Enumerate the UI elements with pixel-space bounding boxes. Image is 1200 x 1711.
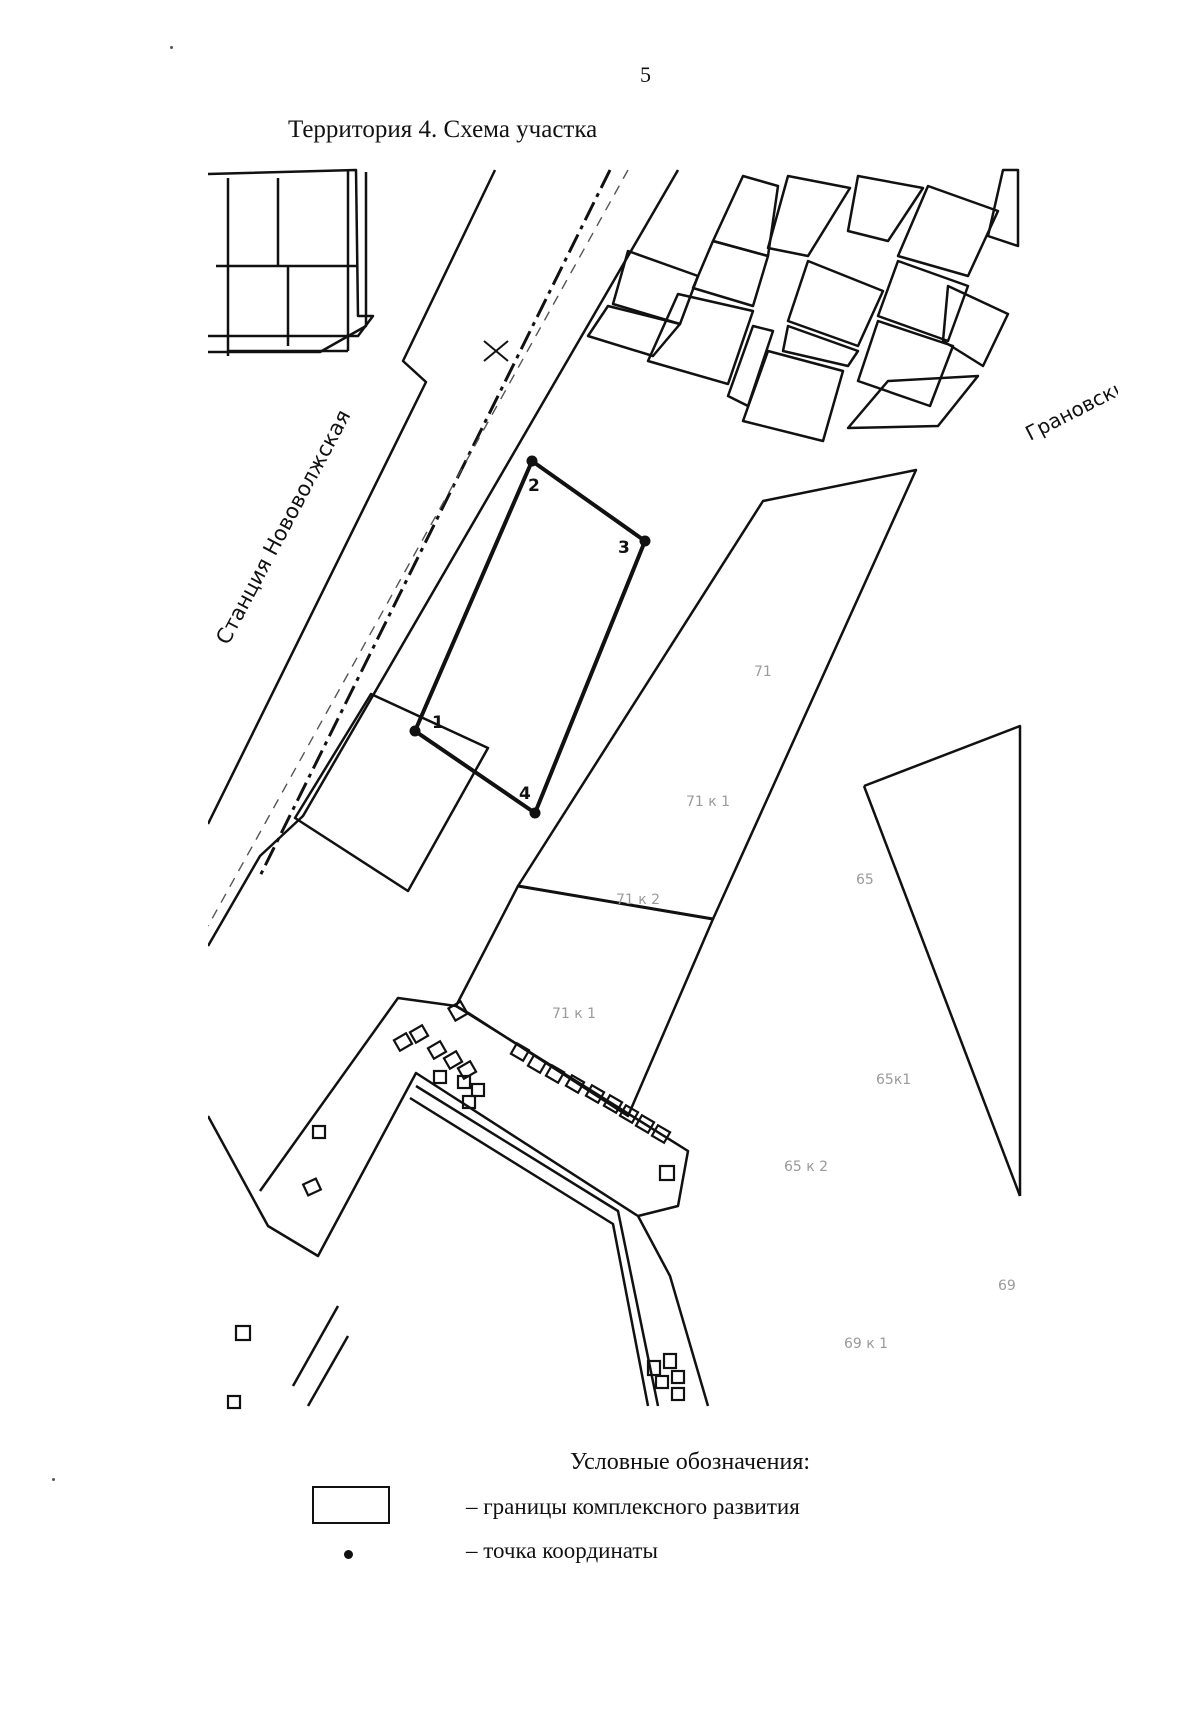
point-1-label: 1 xyxy=(432,713,444,733)
site-map-canvas: 1 2 3 4 Станция Нововолжская Грановский … xyxy=(208,168,1118,1410)
rail-edge-west xyxy=(258,169,612,877)
site-boundary xyxy=(412,457,648,817)
point-4-label: 4 xyxy=(519,784,531,804)
building-number-69: 69 xyxy=(998,1278,1016,1294)
building-number-71k2: 71 к 2 xyxy=(616,892,660,908)
point-2-marker xyxy=(526,455,538,467)
parcel-south xyxy=(293,692,490,893)
point-3-label: 3 xyxy=(618,538,630,558)
building-number-65k1: 65к1 xyxy=(876,1072,911,1088)
point-1-marker xyxy=(409,725,421,737)
rail-ticks xyxy=(483,340,509,362)
building-number-71: 71 xyxy=(754,664,772,680)
parcel-71 xyxy=(516,468,918,921)
building-number-65k2: 65 к 2 xyxy=(784,1159,828,1175)
legend-boundary-symbol xyxy=(312,1486,390,1524)
blocks-top-right xyxy=(586,168,1020,443)
station-label: Станция Нововолжская xyxy=(211,406,355,649)
road-west-edge xyxy=(208,169,680,947)
legend-title: Условные обозначения: xyxy=(570,1449,811,1475)
page-number: 5 xyxy=(640,62,651,87)
block-top-left xyxy=(208,168,375,356)
small-buildings xyxy=(226,999,686,1410)
legend-point-symbol xyxy=(344,1550,353,1559)
page-title: Территория 4. Схема участка xyxy=(288,116,598,143)
legend-point-label: – точка координаты xyxy=(466,1538,658,1563)
building-number-71k1-top: 71 к 1 xyxy=(686,794,730,810)
point-3-marker xyxy=(639,535,651,547)
street-edge-west xyxy=(208,169,497,825)
building-number-71k1-bottom: 71 к 1 xyxy=(552,1006,596,1022)
point-2-label: 2 xyxy=(528,476,540,496)
site-map: 1 2 3 4 Станция Нововолжская Грановский … xyxy=(208,166,1118,1416)
building-number-65: 65 xyxy=(856,872,874,888)
point-4-marker xyxy=(529,807,541,819)
parcel-east-big xyxy=(863,724,1022,1196)
building-number-69k1: 69 к 1 xyxy=(844,1336,888,1352)
legend-boundary-label: – границы комплексного развития xyxy=(466,1494,800,1519)
street-label: Грановский xyxy=(1021,368,1118,445)
scan-speck xyxy=(170,46,173,49)
rail-edge-east xyxy=(208,169,629,927)
scan-speck xyxy=(52,1478,55,1481)
coordinate-points xyxy=(409,455,651,819)
building-complex-south xyxy=(208,996,710,1407)
